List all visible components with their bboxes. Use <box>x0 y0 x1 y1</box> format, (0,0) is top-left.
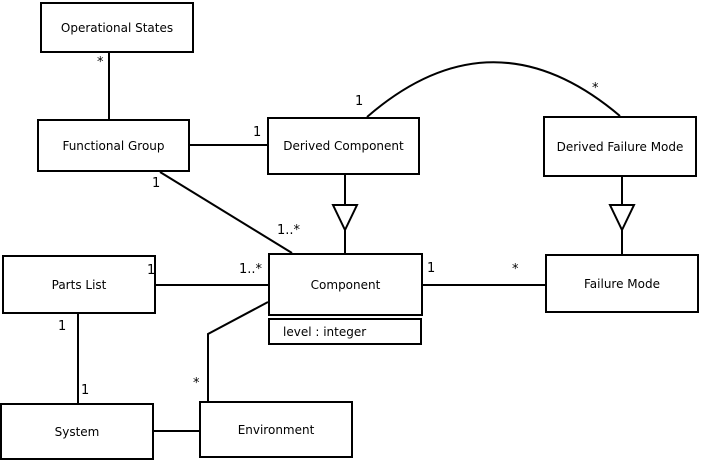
multiplicity-label: * <box>97 55 104 70</box>
multiplicity-label: 1..* <box>277 223 301 238</box>
multiplicity-label: 1 <box>427 261 436 276</box>
class-box-derived-failure-mode[interactable]: Derived Failure Mode <box>543 116 697 177</box>
generalization-triangle-icon <box>608 204 636 233</box>
association-arc-derived-component-derived-failure-mode <box>366 61 621 118</box>
multiplicity-label: 1 <box>152 176 161 191</box>
class-attribute: level : integer <box>283 324 367 339</box>
class-box-failure-mode[interactable]: Failure Mode <box>545 254 699 313</box>
class-box-operational-states[interactable]: Operational States <box>40 2 194 53</box>
class-box-functional-group[interactable]: Functional Group <box>37 119 190 172</box>
multiplicity-label: 1 <box>147 263 156 278</box>
class-box-environment[interactable]: Environment <box>199 401 353 458</box>
class-label: Derived Component <box>283 139 404 153</box>
class-label: Environment <box>237 422 315 437</box>
class-box-component[interactable]: Component <box>268 253 423 316</box>
class-label: Parts List <box>51 277 107 292</box>
class-label: Failure Mode <box>584 276 660 291</box>
class-box-system[interactable]: System <box>0 403 154 460</box>
class-box-parts-list[interactable]: Parts List <box>2 255 156 314</box>
class-label: Component <box>310 277 381 292</box>
multiplicity-label: 1 <box>58 319 67 334</box>
association-line-functional-group-component <box>159 171 293 254</box>
multiplicity-label: 1 <box>81 383 90 398</box>
association-line-component-environment <box>207 301 269 401</box>
generalization-triangle-icon <box>331 204 359 233</box>
class-label: System <box>54 424 100 439</box>
multiplicity-label: * <box>512 262 519 277</box>
multiplicity-label: 1 <box>355 94 364 109</box>
class-label: Operational States <box>60 20 174 35</box>
multiplicity-label: * <box>592 81 599 96</box>
class-box-derived-component[interactable]: Derived Component <box>267 117 420 175</box>
class-attribute-compartment-component[interactable]: level : integer <box>268 318 422 345</box>
multiplicity-label: 1 <box>253 125 262 140</box>
multiplicity-label: 1..* <box>239 262 263 277</box>
class-label: Derived Failure Mode <box>556 139 684 154</box>
multiplicity-label: * <box>193 376 200 391</box>
class-label: Functional Group <box>62 138 165 153</box>
